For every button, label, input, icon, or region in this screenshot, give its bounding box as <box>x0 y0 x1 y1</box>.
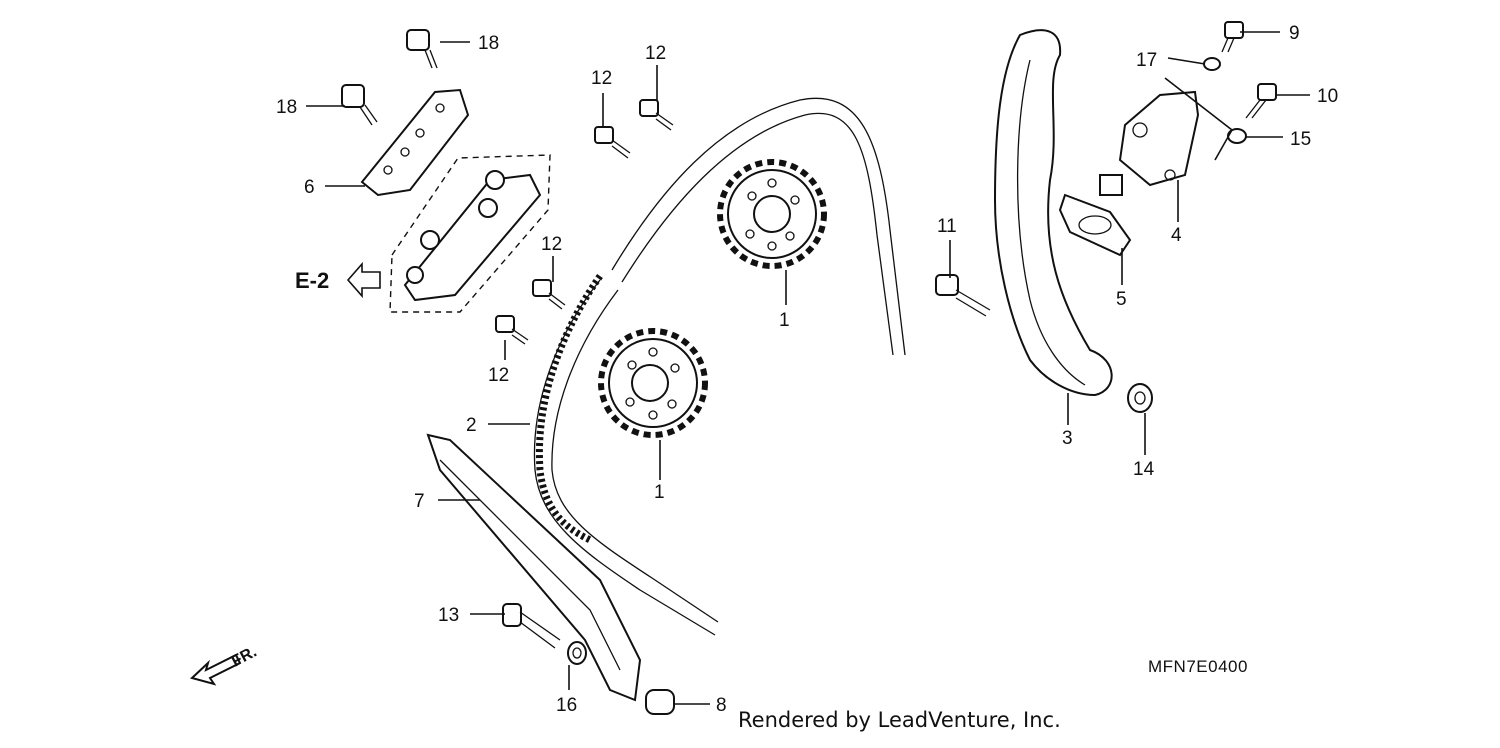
chain-guide[interactable] <box>426 433 642 702</box>
callout-10: 10 <box>1317 86 1338 107</box>
callout-12-c: 12 <box>541 234 562 255</box>
section-reference[interactable]: E-2 <box>295 261 381 299</box>
bolt-11[interactable] <box>935 274 991 317</box>
bolt-18-lower[interactable] <box>341 84 378 126</box>
callout-18-lower: 18 <box>276 97 297 118</box>
cam-sprocket-upper[interactable] <box>717 159 827 269</box>
callout-12-a: 12 <box>591 68 612 89</box>
bolt-9[interactable] <box>1221 21 1244 53</box>
bolt-12-c[interactable] <box>532 279 566 310</box>
washer-16[interactable] <box>567 641 587 665</box>
credit-text: Rendered by LeadVenture, Inc. <box>738 708 1061 732</box>
washer-14[interactable] <box>1127 383 1153 413</box>
callout-9: 9 <box>1289 23 1300 44</box>
callout-18-upper: 18 <box>478 33 499 54</box>
cam-chain[interactable] <box>533 97 906 636</box>
tensioner-lifter[interactable] <box>1099 90 1200 196</box>
callout-7: 7 <box>414 491 425 512</box>
callout-11: 11 <box>937 216 957 237</box>
callout-6: 6 <box>304 177 315 198</box>
section-reference-label: E-2 <box>295 268 329 293</box>
callout-8: 8 <box>716 695 727 716</box>
callout-14: 14 <box>1133 459 1155 480</box>
callout-labels: 1 1 2 3 4 5 6 7 8 9 10 11 12 12 12 12 13… <box>276 23 1338 716</box>
bolt-12-b[interactable] <box>639 99 674 131</box>
bolt-12-d[interactable] <box>495 315 529 345</box>
tensioner-gasket[interactable] <box>1058 193 1132 257</box>
bolt-18-upper[interactable] <box>406 29 438 69</box>
callout-1-lower: 1 <box>654 482 665 503</box>
callout-12-b: 12 <box>645 43 666 64</box>
callout-5: 5 <box>1116 289 1127 310</box>
callout-2: 2 <box>466 415 477 436</box>
callout-3: 3 <box>1062 428 1073 449</box>
callout-16: 16 <box>556 695 577 716</box>
bolt-13[interactable] <box>502 603 561 649</box>
callout-1-upper: 1 <box>779 310 790 331</box>
callout-4: 4 <box>1171 225 1182 246</box>
tensioner-arm[interactable] <box>993 29 1113 397</box>
callout-12-d: 12 <box>488 365 509 386</box>
callout-17: 17 <box>1136 50 1157 71</box>
leader-lines <box>306 31 1310 705</box>
callout-13: 13 <box>438 605 459 626</box>
cam-chain-guide-plate[interactable] <box>360 88 470 197</box>
collar-8[interactable] <box>645 689 675 715</box>
cam-holder[interactable] <box>389 154 551 313</box>
bolt-12-a[interactable] <box>594 126 631 159</box>
cam-sprocket-lower[interactable] <box>598 328 708 438</box>
washer-17[interactable] <box>1203 57 1221 71</box>
diagram-reference-code: MFN7E0400 <box>1148 657 1248 676</box>
callout-15: 15 <box>1290 129 1311 150</box>
bolt-10[interactable] <box>1245 83 1277 119</box>
front-direction-marker: FR. <box>190 643 260 686</box>
